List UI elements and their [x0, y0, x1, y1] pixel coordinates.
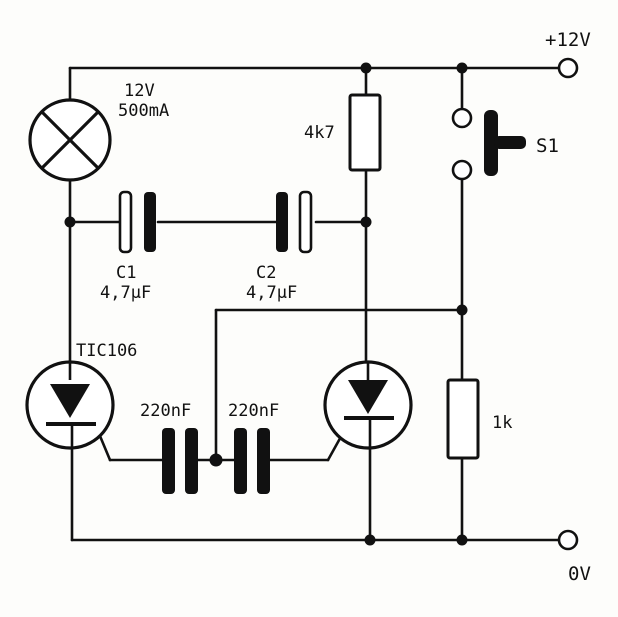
junction-lamp-cap — [64, 216, 76, 228]
s1-name-label: S1 — [536, 135, 559, 157]
c2-value-label: 4,7µF — [246, 283, 297, 303]
terminal-gnd-circle — [557, 529, 579, 551]
scr1-triangle — [50, 384, 90, 418]
s1-button-stem — [494, 136, 526, 149]
c2-plate-open — [298, 190, 313, 254]
r2-value-label: 1k — [492, 413, 512, 433]
c1-plate-open — [118, 190, 133, 254]
capacitor-c3: 220nF — [140, 401, 198, 494]
c1-value-label: 4,7µF — [100, 283, 151, 303]
c4-plate-left — [234, 428, 247, 494]
resistor-r1: 4k7 — [304, 93, 382, 172]
wires — [68, 66, 560, 542]
capacitor-c4: 220nF — [228, 401, 279, 494]
thyristor-scr1: TIC106 — [25, 341, 137, 450]
c2-plate-solid — [276, 192, 288, 252]
s1-contact-bottom — [451, 159, 473, 181]
junction-switch-trigger — [456, 304, 468, 316]
s1-button-bar — [484, 110, 498, 176]
c3-plate-left — [162, 428, 175, 494]
capacitor-c1: C1 4,7µF — [100, 190, 156, 303]
c2-name-label: C2 — [256, 263, 276, 283]
lamp-current-label: 500mA — [118, 101, 169, 121]
s1-contact-top — [451, 107, 473, 129]
lamp-voltage-label: 12V — [124, 81, 155, 101]
lamp-cross-2 — [40, 110, 100, 170]
supply-pos-label: +12V — [545, 29, 591, 51]
c1-plate-solid — [144, 192, 156, 252]
supply-gnd-label: 0V — [568, 563, 591, 585]
junction-top-mid — [360, 62, 372, 74]
r1-value-label: 4k7 — [304, 123, 335, 143]
switch-s1: S1 — [451, 107, 559, 181]
supply-terminal-gnd: 0V — [557, 529, 591, 585]
supply-terminal-pos: +12V — [545, 29, 591, 79]
junction-bottom-mid — [364, 534, 376, 546]
c4-value-label: 220nF — [228, 401, 279, 421]
c4-plate-right — [257, 428, 270, 494]
junction-gate-caps — [209, 453, 223, 467]
r2-body — [446, 378, 480, 460]
lamp: 12V 500mA — [28, 81, 169, 182]
thyristor-scr2 — [323, 360, 413, 450]
junction-top-right — [456, 62, 468, 74]
scr1-gate-wire — [98, 434, 112, 462]
junction-bottom-right — [456, 534, 468, 546]
junction-cap-r1 — [360, 216, 372, 228]
resistor-r2: 1k — [446, 378, 512, 460]
r1-body — [348, 93, 382, 172]
junction-dots — [64, 62, 468, 546]
terminal-pos-circle — [557, 57, 579, 79]
scr1-name-label: TIC106 — [76, 341, 137, 361]
c3-value-label: 220nF — [140, 401, 191, 421]
c3-plate-right — [185, 428, 198, 494]
capacitor-c2: C2 4,7µF — [246, 190, 313, 303]
scr2-triangle — [348, 380, 388, 414]
c1-name-label: C1 — [116, 263, 136, 283]
